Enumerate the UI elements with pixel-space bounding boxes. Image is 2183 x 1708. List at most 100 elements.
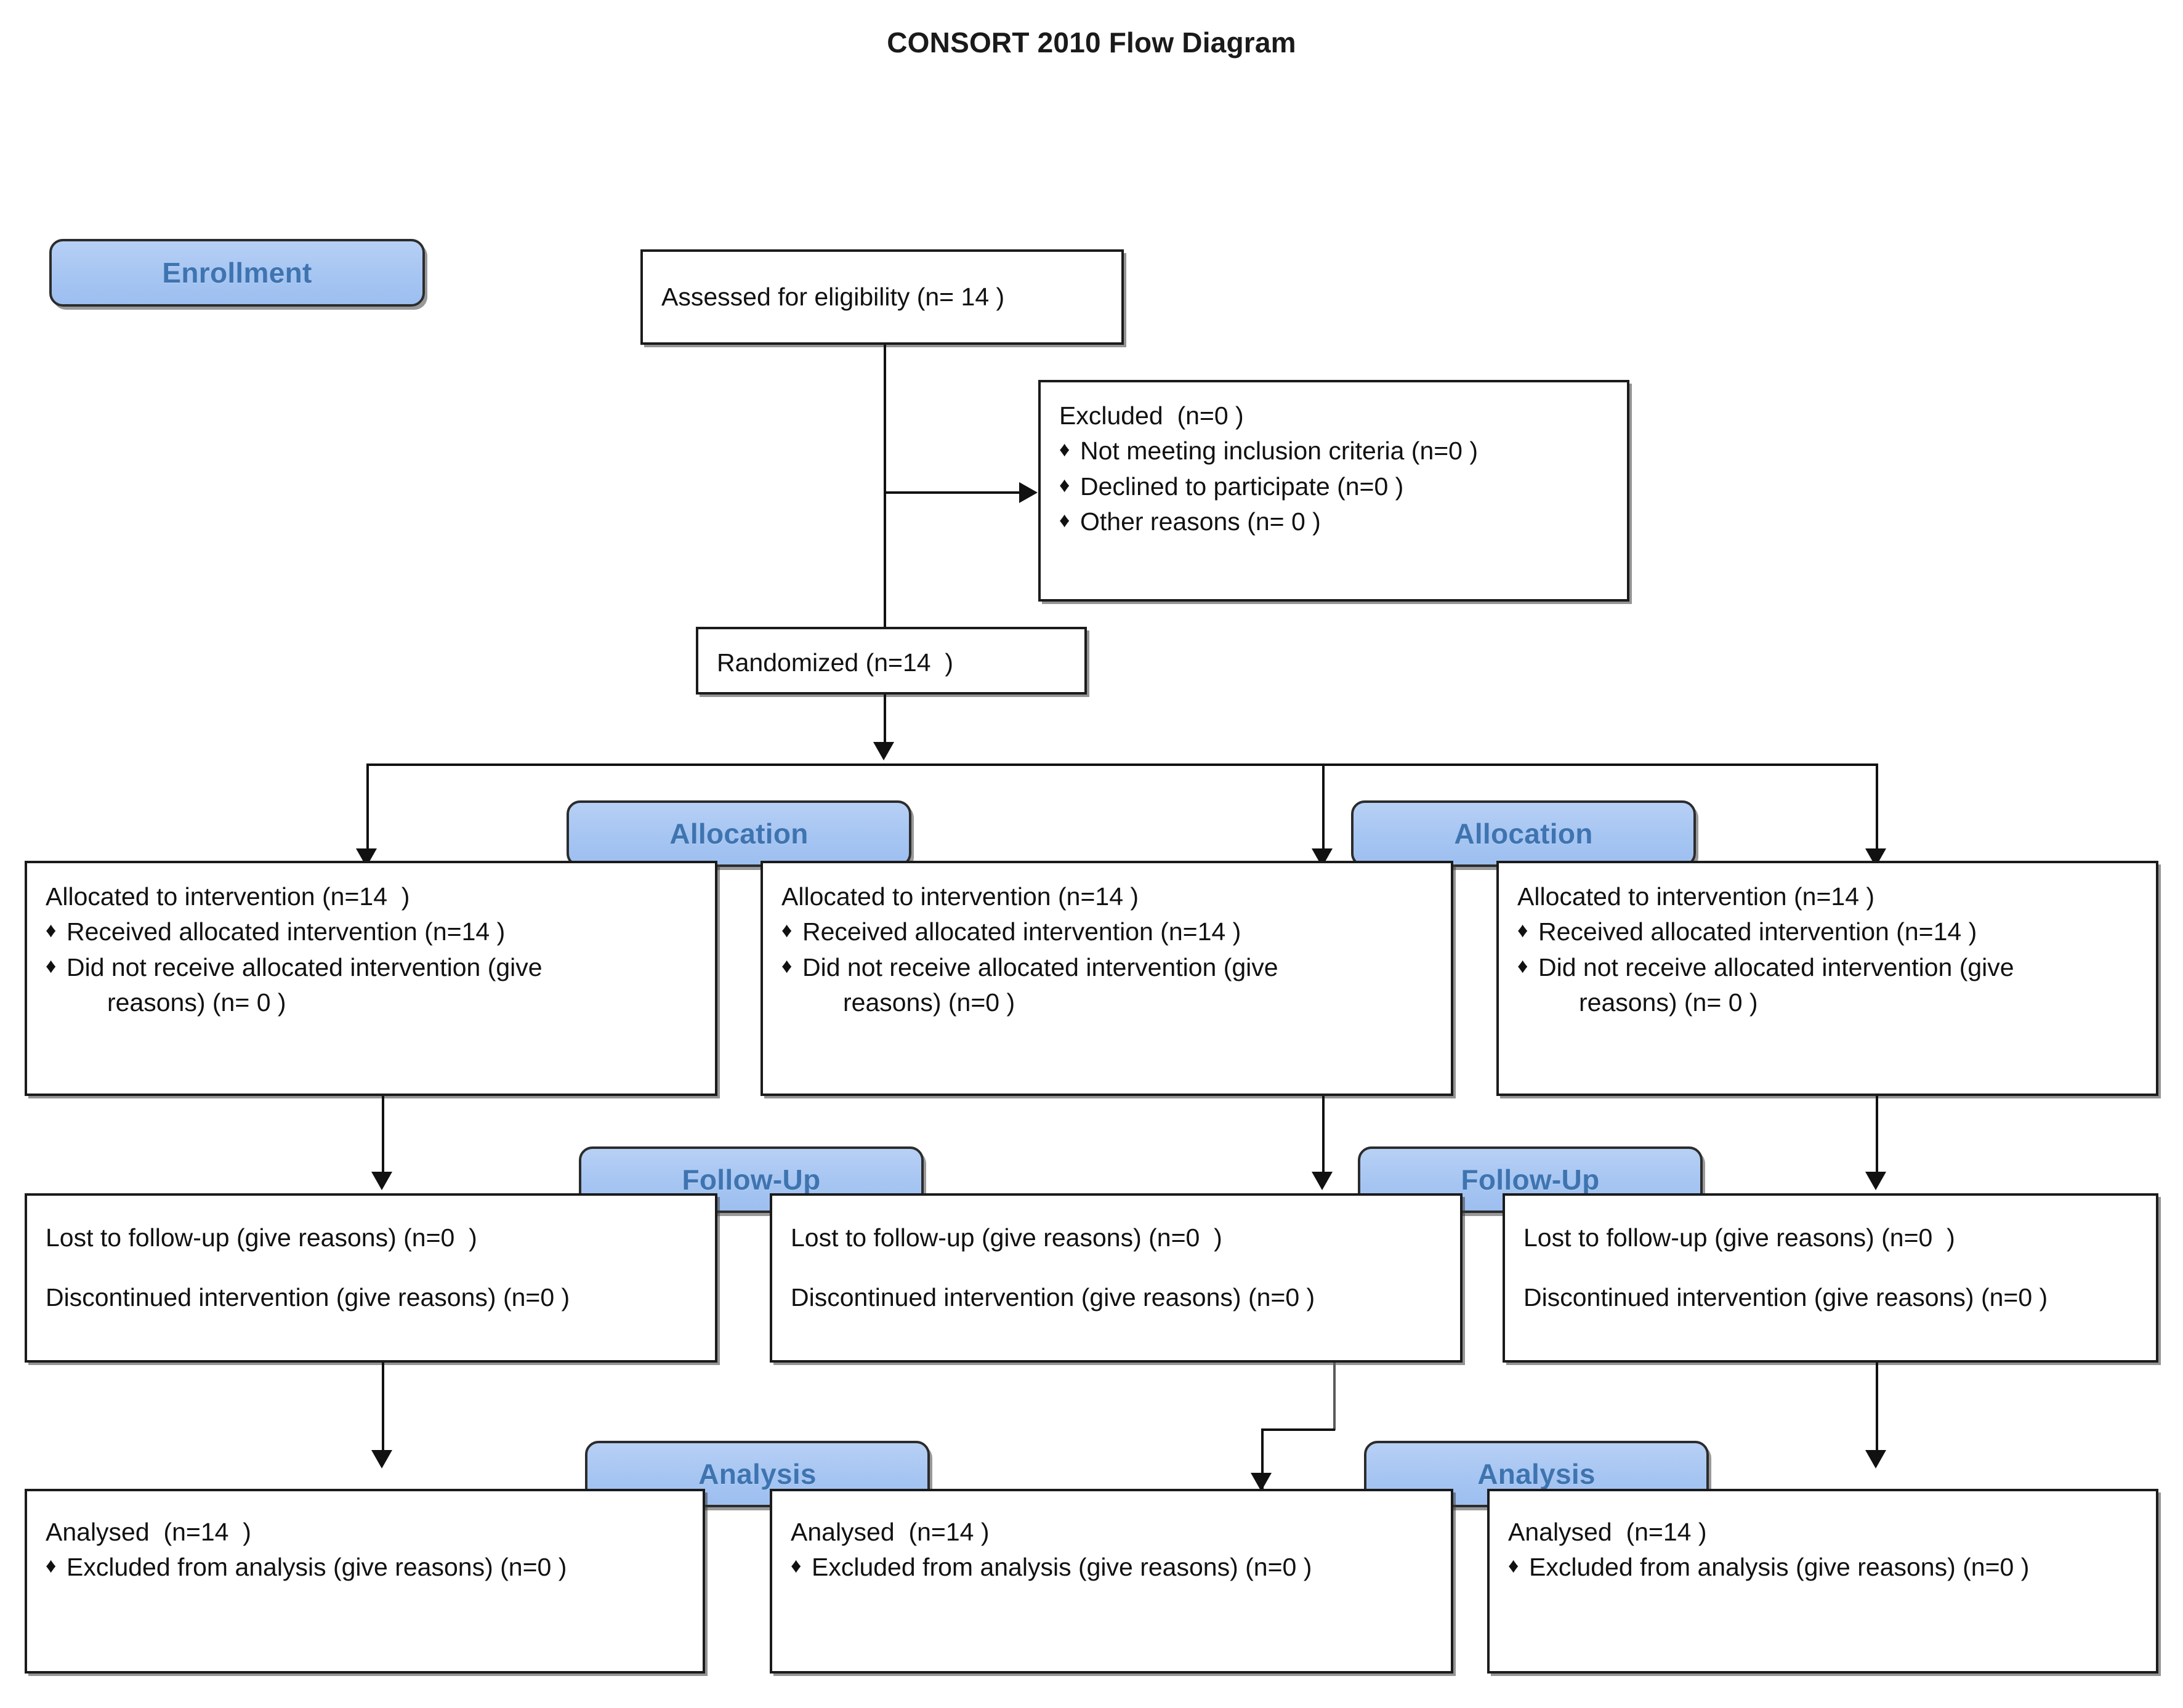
allocation-item-continuation: reasons) (n= 0 ) bbox=[107, 988, 286, 1017]
followup-box-2: Lost to follow-up (give reasons) (n=0 ) … bbox=[770, 1193, 1463, 1363]
followup-box-1: Lost to follow-up (give reasons) (n=0 ) … bbox=[25, 1193, 717, 1363]
stage-badge-allocation-left: Allocation bbox=[567, 800, 911, 867]
allocation-item: ♦ Received allocated intervention (n=14 … bbox=[1517, 914, 2137, 949]
followup-lost-text: Lost to follow-up (give reasons) (n=0 ) bbox=[791, 1223, 1222, 1252]
arrow-alloc1-followup1-icon bbox=[371, 1172, 392, 1190]
allocation-title: Allocated to intervention (n=14 ) bbox=[1517, 882, 1875, 911]
allocation-item-label: Did not receive allocated intervention (… bbox=[1538, 953, 2014, 981]
analysis-analysed-text: Analysed (n=14 ) bbox=[46, 1518, 251, 1546]
allocation-item-continuation: reasons) (n=0 ) bbox=[843, 988, 1015, 1017]
excluded-title: Excluded (n=0 ) bbox=[1059, 401, 1244, 430]
analysis-box-1: Analysed (n=14 ) ♦ Excluded from analysi… bbox=[25, 1489, 705, 1674]
diamond-bullet-icon: ♦ bbox=[1059, 473, 1070, 497]
excluded-item: ♦ Other reasons (n= 0 ) bbox=[1059, 504, 1608, 539]
excluded-item-label: Declined to participate (n=0 ) bbox=[1080, 472, 1404, 501]
stage-badge-allocation-left-label: Allocation bbox=[669, 818, 809, 850]
arrow-alloc2-followup2-icon bbox=[1312, 1172, 1333, 1190]
analysis-excluded-item: ♦ Excluded from analysis (give reasons) … bbox=[1508, 1550, 2137, 1585]
diamond-bullet-icon: ♦ bbox=[1059, 438, 1070, 462]
randomized-text: Randomized (n=14 ) bbox=[717, 648, 954, 677]
assessed-for-eligibility-box: Assessed for eligibility (n= 14 ) bbox=[640, 249, 1124, 345]
allocation-item: ♦ Did not receive allocated intervention… bbox=[46, 950, 696, 985]
analysis-excluded-label: Excluded from analysis (give reasons) (n… bbox=[1529, 1553, 2030, 1582]
excluded-item: ♦ Not meeting inclusion criteria (n=0 ) bbox=[1059, 433, 1608, 469]
randomized-box: Randomized (n=14 ) bbox=[696, 627, 1087, 695]
excluded-box: Excluded (n=0 ) ♦ Not meeting inclusion … bbox=[1038, 380, 1629, 602]
page-title: CONSORT 2010 Flow Diagram bbox=[887, 26, 1296, 58]
diamond-bullet-icon: ♦ bbox=[1517, 954, 1528, 978]
stage-badge-followup-right-label: Follow-Up bbox=[1461, 1164, 1600, 1196]
stage-badge-followup-left-label: Follow-Up bbox=[682, 1164, 821, 1196]
stage-badge-analysis-right-label: Analysis bbox=[1477, 1458, 1596, 1490]
diamond-bullet-icon: ♦ bbox=[781, 954, 793, 978]
analysis-excluded-item: ♦ Excluded from analysis (give reasons) … bbox=[46, 1550, 684, 1585]
allocation-item-label: Received allocated intervention (n=14 ) bbox=[67, 917, 506, 946]
analysis-box-2: Analysed (n=14 ) ♦ Excluded from analysi… bbox=[770, 1489, 1453, 1674]
excluded-item: ♦ Declined to participate (n=0 ) bbox=[1059, 469, 1608, 504]
allocation-box-3: Allocated to intervention (n=14 ) ♦ Rece… bbox=[1496, 861, 2158, 1096]
allocation-item-label: Received allocated intervention (n=14 ) bbox=[1538, 917, 1977, 946]
analysis-analysed-text: Analysed (n=14 ) bbox=[791, 1518, 990, 1546]
connector-assessed-to-excluded bbox=[884, 491, 1022, 494]
allocation-item: ♦ Received allocated intervention (n=14 … bbox=[46, 914, 696, 949]
analysis-box-3: Analysed (n=14 ) ♦ Excluded from analysi… bbox=[1487, 1489, 2158, 1674]
followup-box-3: Lost to follow-up (give reasons) (n=0 ) … bbox=[1503, 1193, 2158, 1363]
stage-badge-allocation-right-label: Allocation bbox=[1454, 818, 1593, 850]
followup-discontinued-text: Discontinued intervention (give reasons)… bbox=[46, 1283, 570, 1312]
analysis-analysed-text: Analysed (n=14 ) bbox=[1508, 1518, 1707, 1546]
allocation-item: ♦ Received allocated intervention (n=14 … bbox=[781, 914, 1432, 949]
arrow-to-excluded-icon bbox=[1019, 482, 1038, 503]
diamond-bullet-icon: ♦ bbox=[781, 919, 793, 943]
connector-alloc2-to-followup2 bbox=[1322, 1096, 1325, 1176]
assessed-for-eligibility-text: Assessed for eligibility (n= 14 ) bbox=[661, 283, 1005, 311]
arrow-followup3-analysis3-icon bbox=[1865, 1450, 1886, 1468]
stage-badge-enrollment-label: Enrollment bbox=[162, 257, 312, 289]
stage-badge-allocation-right: Allocation bbox=[1351, 800, 1696, 867]
followup-lost-text: Lost to follow-up (give reasons) (n=0 ) bbox=[46, 1223, 477, 1252]
allocation-title: Allocated to intervention (n=14 ) bbox=[46, 882, 410, 911]
excluded-item-label: Other reasons (n= 0 ) bbox=[1080, 507, 1321, 536]
stage-badge-analysis-left: Analysis bbox=[585, 1441, 930, 1507]
diamond-bullet-icon: ♦ bbox=[1517, 919, 1528, 943]
allocation-item-continuation: reasons) (n= 0 ) bbox=[1579, 988, 1758, 1017]
connector-split-right bbox=[1876, 763, 1878, 853]
followup-discontinued-text: Discontinued intervention (give reasons)… bbox=[791, 1283, 1315, 1312]
diamond-bullet-icon: ♦ bbox=[1508, 1554, 1519, 1578]
diamond-bullet-icon: ♦ bbox=[791, 1554, 802, 1578]
connector-randomized-down bbox=[884, 695, 886, 747]
connector-split-middle bbox=[1322, 763, 1325, 853]
connector-assessed-down bbox=[884, 345, 886, 648]
excluded-item-label: Not meeting inclusion criteria (n=0 ) bbox=[1080, 437, 1479, 465]
analysis-excluded-label: Excluded from analysis (give reasons) (n… bbox=[67, 1553, 567, 1582]
stage-badge-analysis-left-label: Analysis bbox=[698, 1458, 817, 1490]
allocation-item-label: Received allocated intervention (n=14 ) bbox=[802, 917, 1241, 946]
analysis-excluded-label: Excluded from analysis (give reasons) (n… bbox=[812, 1553, 1312, 1582]
allocation-item-label: Did not receive allocated intervention (… bbox=[67, 953, 543, 981]
connector-split-left bbox=[366, 763, 369, 853]
allocation-item: ♦ Did not receive allocated intervention… bbox=[781, 950, 1432, 985]
split-bar-allocation bbox=[366, 763, 1878, 766]
connector-alloc1-to-followup1 bbox=[382, 1096, 384, 1176]
connector-followup2-jog-down bbox=[1333, 1363, 1336, 1430]
connector-followup2-jog-left bbox=[1261, 1428, 1335, 1431]
connector-followup2-to-analysis2 bbox=[1261, 1428, 1264, 1496]
arrow-alloc3-followup3-icon bbox=[1865, 1172, 1886, 1190]
arrow-randomized-to-split-icon bbox=[873, 742, 894, 760]
diamond-bullet-icon: ♦ bbox=[1059, 509, 1070, 533]
analysis-excluded-item: ♦ Excluded from analysis (give reasons) … bbox=[791, 1550, 1432, 1585]
diamond-bullet-icon: ♦ bbox=[46, 919, 57, 943]
allocation-box-2: Allocated to intervention (n=14 ) ♦ Rece… bbox=[761, 861, 1453, 1096]
arrow-followup2-analysis2-icon bbox=[1251, 1473, 1272, 1491]
connector-alloc3-to-followup3 bbox=[1876, 1096, 1878, 1176]
allocation-item-label: Did not receive allocated intervention (… bbox=[802, 953, 1278, 981]
connector-followup1-to-analysis1 bbox=[382, 1363, 384, 1455]
allocation-title: Allocated to intervention (n=14 ) bbox=[781, 882, 1139, 911]
stage-badge-enrollment: Enrollment bbox=[49, 239, 425, 307]
diamond-bullet-icon: ♦ bbox=[46, 954, 57, 978]
allocation-item: ♦ Did not receive allocated intervention… bbox=[1517, 950, 2137, 985]
arrow-followup1-analysis1-icon bbox=[371, 1450, 392, 1468]
followup-lost-text: Lost to follow-up (give reasons) (n=0 ) bbox=[1523, 1223, 1955, 1252]
allocation-box-1: Allocated to intervention (n=14 ) ♦ Rece… bbox=[25, 861, 717, 1096]
connector-followup3-to-analysis3 bbox=[1876, 1363, 1878, 1455]
